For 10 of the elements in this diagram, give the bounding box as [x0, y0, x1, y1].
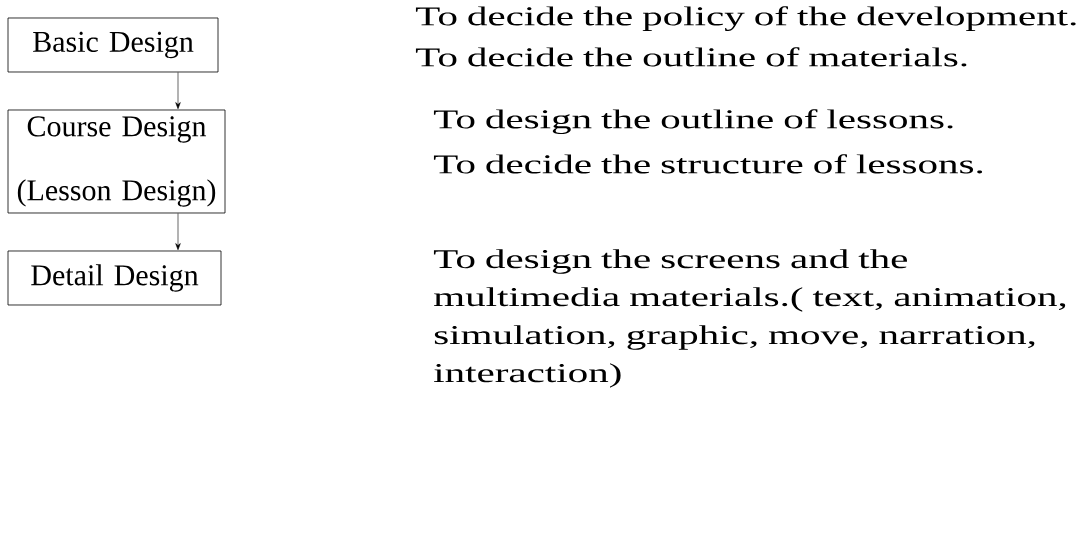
process-box: Detail Design — [7, 250, 222, 306]
annotation-text: To decide the policy of the development. — [415, 6, 1076, 32]
annotation-text: To decide the structure of lessons. — [433, 154, 983, 174]
annotation-text: To design the screens and the multimedia materials.( text, animation, simulation, graphic, move, narration, interaction) — [433, 249, 1066, 388]
arrow — [175, 213, 181, 251]
annotation-text: To decide the outline of materials. — [415, 47, 967, 67]
process-box: Course Design (Lesson Design) — [7, 109, 226, 214]
arrow — [175, 72, 181, 110]
process-box: Basic Design — [7, 17, 219, 73]
annotation-text: To design the outline of lessons. — [433, 109, 953, 135]
